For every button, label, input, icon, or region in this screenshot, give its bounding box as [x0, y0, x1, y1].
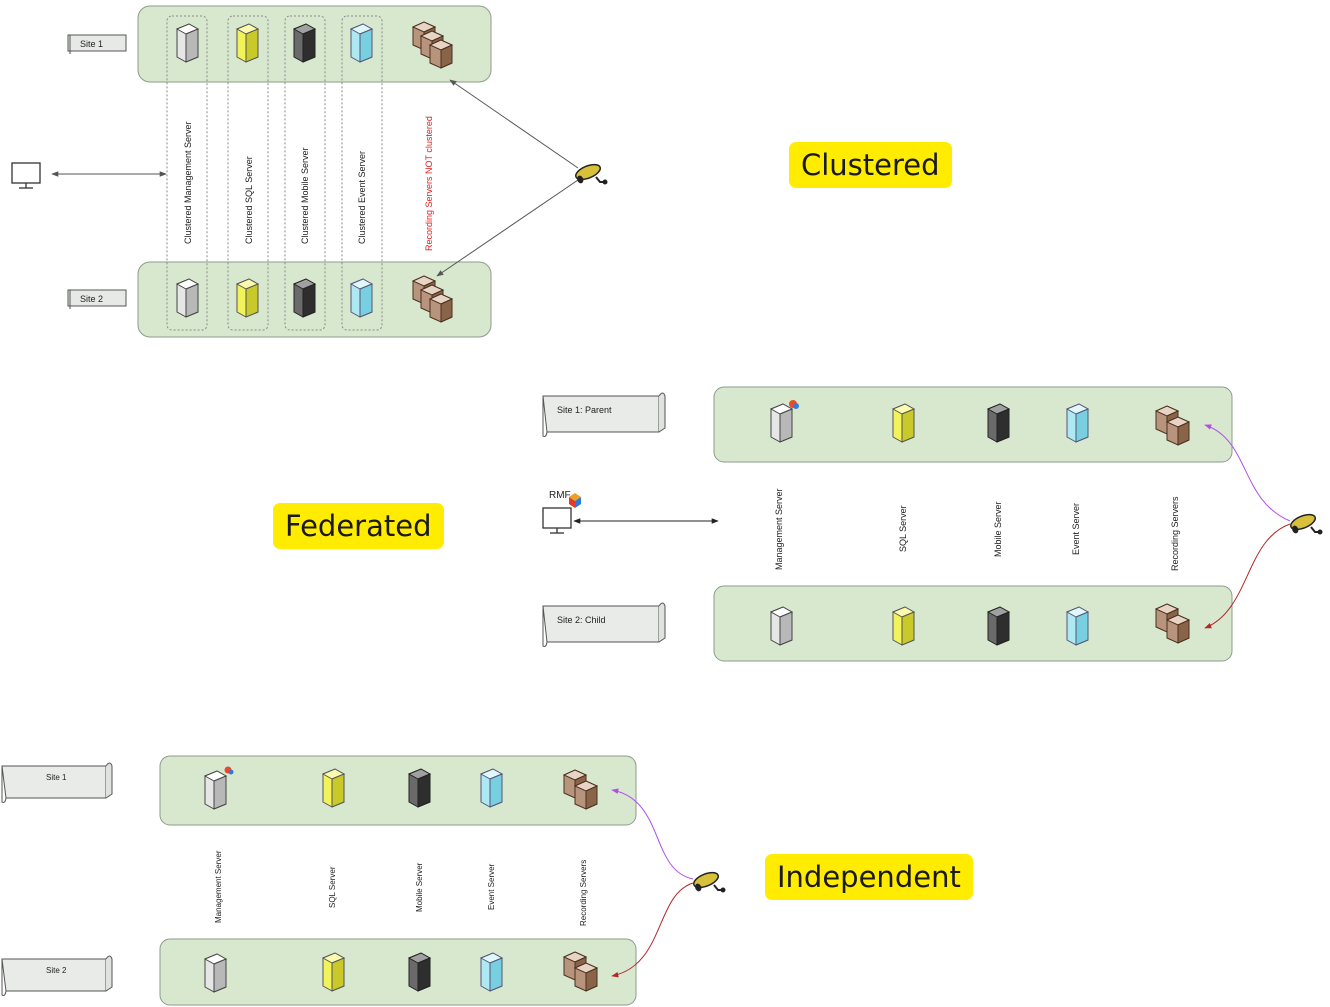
clustered-site1-label: Site 1	[67, 34, 127, 54]
federated-label-mobile: Mobile Server	[993, 501, 1003, 557]
camera-arrow-site2	[436, 179, 579, 277]
independent-label-mobile: Mobile Server	[415, 862, 424, 912]
camera-icon	[572, 160, 609, 186]
server-icon	[1066, 403, 1089, 443]
rmf-label: RMF	[549, 490, 571, 501]
independent-section: Site 1 Site 2 Management Server SQL Serv…	[1, 755, 727, 1006]
server-icon	[236, 23, 259, 63]
server-icon	[293, 278, 316, 318]
federated-label-event: Event Server	[1071, 503, 1081, 555]
monitor-icon	[11, 162, 41, 189]
server-icon	[987, 403, 1010, 443]
federated-site2-text: Site 2: Child	[557, 615, 606, 625]
independent-label-event: Event Server	[487, 863, 496, 910]
clustered-site2-text: Site 2	[80, 294, 103, 304]
server-icon	[204, 770, 227, 810]
independent-camera-arrow-site2	[611, 882, 694, 978]
rmf-badge-icon	[789, 400, 799, 409]
camera-icon	[1287, 510, 1324, 536]
server-icon	[322, 768, 345, 808]
server-icon	[293, 23, 316, 63]
cluster-column-sql	[227, 15, 269, 331]
server-icon	[770, 606, 793, 646]
server-icon	[480, 952, 503, 992]
independent-site2-label: Site 2	[1, 955, 113, 996]
cluster-column-management	[166, 15, 208, 331]
callout-clustered: Clustered	[789, 142, 952, 188]
independent-label-recording: Recording Servers	[579, 860, 588, 926]
cluster-column-event	[341, 15, 383, 331]
independent-site1-panel	[159, 755, 637, 826]
federated-camera-arrow-site2	[1204, 523, 1291, 629]
independent-label-management: Management Server	[214, 850, 223, 923]
federated-label-recording: Recording Servers	[1170, 496, 1180, 571]
clustered-label-mobile: Clustered Mobile Server	[300, 147, 310, 244]
federated-camera-arrow-site1	[1204, 424, 1291, 522]
federated-site1-label: Site 1: Parent	[542, 392, 666, 437]
server-icon	[350, 278, 373, 318]
server-icon	[236, 278, 259, 318]
rmf-cube-icon	[569, 493, 581, 508]
cluster-column-mobile	[284, 15, 326, 331]
federated-label-management: Management Server	[774, 488, 784, 570]
server-icon	[322, 952, 345, 992]
camera-arrow-site1	[449, 79, 579, 169]
clustered-label-recording: Recording Servers NOT clustered	[424, 116, 434, 251]
server-icon	[892, 606, 915, 646]
clustered-site1-text: Site 1	[80, 39, 103, 49]
federated-site2-label: Site 2: Child	[542, 602, 666, 647]
federated-section: Site 1: Parent Site 2: Child Management …	[542, 386, 1324, 662]
server-icon	[770, 403, 793, 443]
independent-site1-label: Site 1	[1, 762, 113, 803]
server-icon	[408, 768, 431, 808]
federated-label-sql: SQL Server	[898, 505, 908, 552]
server-icon	[176, 278, 199, 318]
independent-camera-arrow-site1	[611, 788, 694, 880]
federated-site1-panel	[713, 386, 1233, 463]
server-icon	[892, 403, 915, 443]
camera-icon	[690, 868, 727, 894]
server-icon	[350, 23, 373, 63]
clustered-section: Site 1 Site 2 Clustered Management Serve…	[11, 5, 609, 338]
server-icon	[480, 768, 503, 808]
rmf-badge-icon	[224, 766, 234, 775]
independent-label-sql: SQL Server	[328, 866, 337, 908]
server-icon	[204, 953, 227, 993]
server-icon	[987, 606, 1010, 646]
clustered-label-event: Clustered Event Server	[357, 151, 367, 244]
monitor-icon	[542, 507, 572, 534]
independent-site2-text: Site 2	[46, 966, 67, 975]
independent-site1-text: Site 1	[46, 773, 67, 782]
federated-site1-text: Site 1: Parent	[557, 405, 612, 415]
callout-federated: Federated	[273, 503, 444, 549]
clustered-label-sql: Clustered SQL Server	[244, 156, 254, 244]
server-icon	[176, 23, 199, 63]
clustered-site2-label: Site 2	[67, 289, 127, 309]
federated-site2-panel	[713, 585, 1233, 662]
clustered-label-management: Clustered Management Server	[183, 121, 193, 244]
independent-site2-panel	[159, 938, 637, 1006]
callout-independent: Independent	[765, 854, 973, 900]
server-icon	[1066, 606, 1089, 646]
server-icon	[408, 952, 431, 992]
